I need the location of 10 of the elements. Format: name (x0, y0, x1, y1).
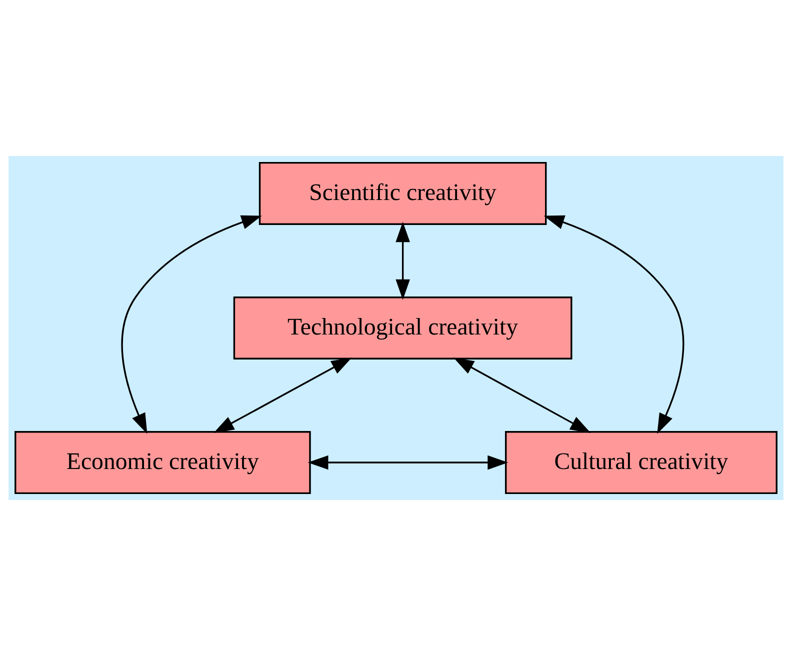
node-box: Scientific creativity (258, 162, 547, 225)
node-box: Technological creativity (233, 296, 572, 360)
arrow (121, 215, 262, 434)
arrow (308, 455, 508, 470)
arrow (453, 358, 591, 434)
node-box: Economic creativity (14, 431, 311, 494)
arrow (214, 358, 352, 434)
arrow (396, 222, 410, 300)
node-box: Cultural creativity (504, 431, 778, 494)
arrow (544, 215, 684, 434)
